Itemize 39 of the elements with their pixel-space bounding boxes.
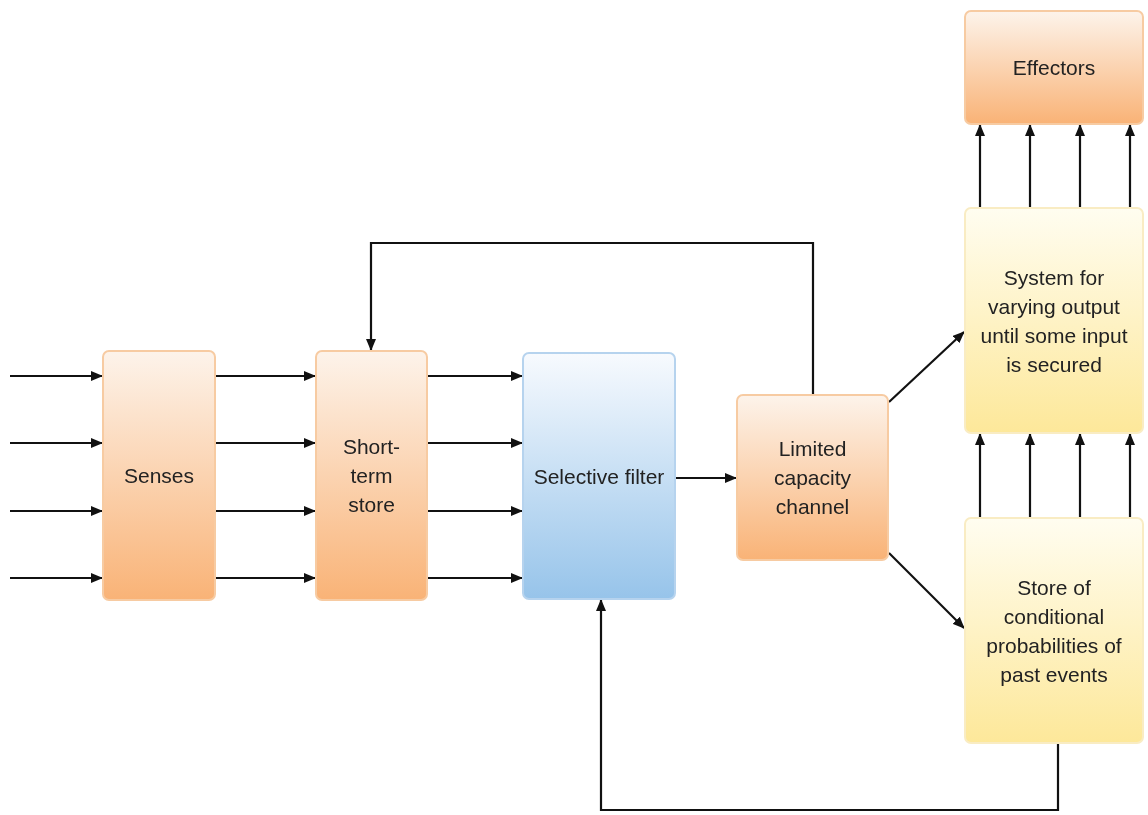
box-label: Effectors <box>1012 55 1096 81</box>
arrow <box>596 599 1060 812</box>
arrow <box>975 124 985 207</box>
arrow <box>1075 433 1085 517</box>
arrow <box>10 438 103 448</box>
process-box <box>522 352 676 600</box>
arrow <box>10 371 103 381</box>
process-box <box>102 350 216 601</box>
arrow <box>888 331 965 403</box>
arrow <box>1125 433 1135 517</box>
arrow <box>428 573 523 583</box>
arrow <box>1025 433 1035 517</box>
arrow <box>1025 124 1035 207</box>
box-label: Selective filter <box>533 463 665 490</box>
arrow <box>975 433 985 517</box>
box-label: System for varying output until some input is secured <box>979 264 1129 378</box>
process-box <box>315 350 428 601</box>
arrow <box>216 573 316 583</box>
box-label: Short-term store <box>341 434 402 518</box>
arrow <box>10 506 103 516</box>
process-box <box>736 394 889 561</box>
arrow <box>888 552 965 629</box>
arrow <box>1125 124 1135 207</box>
arrow <box>216 371 316 381</box>
arrow <box>428 438 523 448</box>
box-label: Senses <box>123 463 194 489</box>
arrow <box>428 506 523 516</box>
arrow <box>216 438 316 448</box>
arrow <box>1075 124 1085 207</box>
box-label: Limited capacity channel <box>772 436 852 520</box>
arrow <box>428 371 523 381</box>
arrow <box>216 506 316 516</box>
process-box <box>964 10 1144 125</box>
process-box <box>964 517 1144 744</box>
arrow <box>10 573 103 583</box>
arrow <box>366 241 815 394</box>
process-box <box>964 207 1144 434</box>
arrow <box>676 473 737 483</box>
box-label: Store of conditional probabilities of past events <box>985 574 1123 688</box>
